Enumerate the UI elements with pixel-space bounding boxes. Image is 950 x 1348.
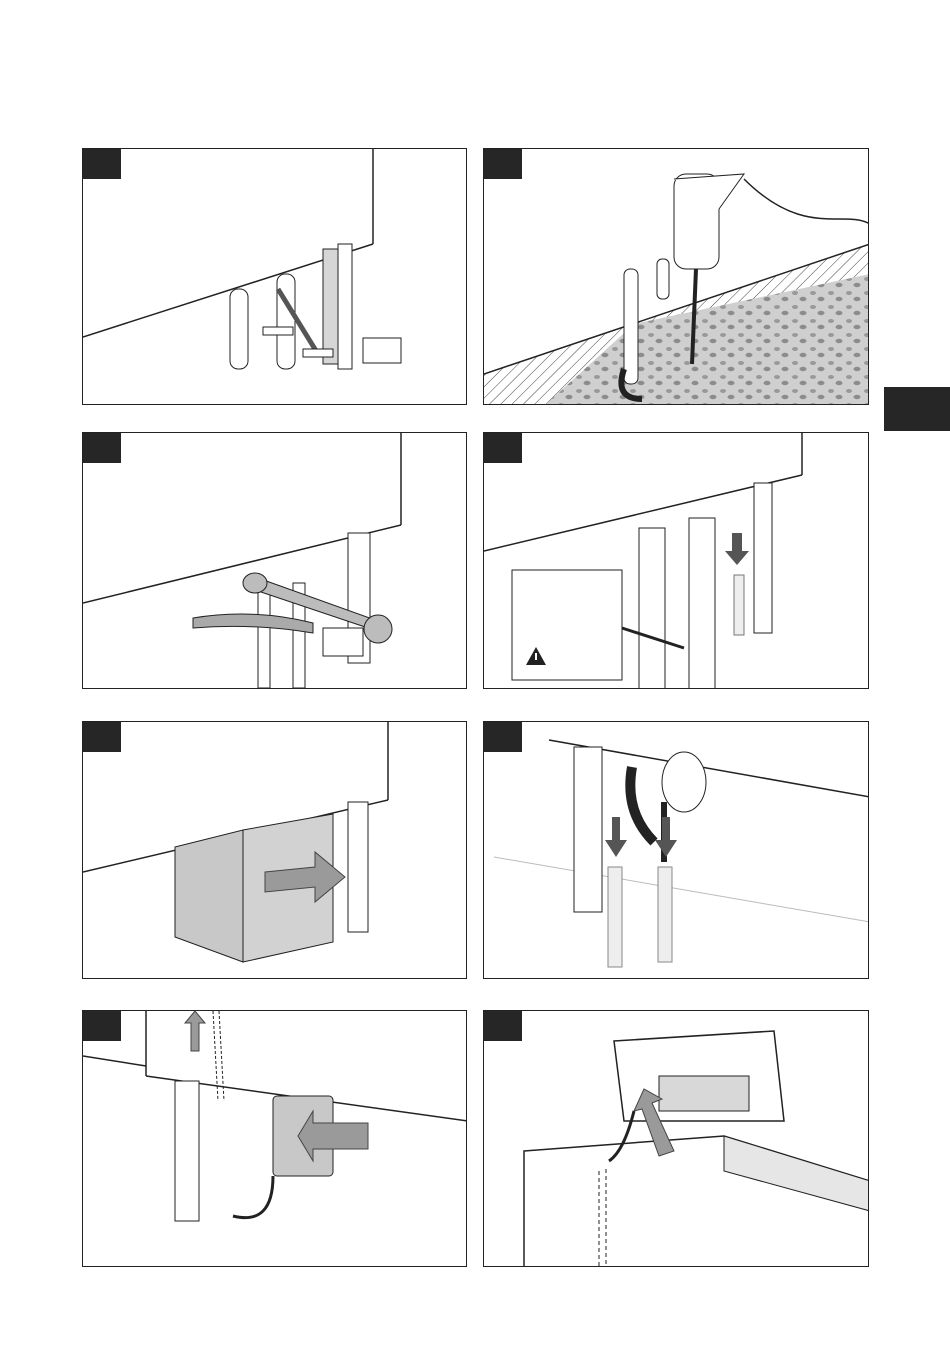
step-8-panel [483,1010,869,1267]
up-arrow-icon [185,1011,205,1051]
step-2-illustration [484,149,869,405]
step-7-panel [82,1010,467,1267]
step-1-illustration [83,149,467,405]
bolt-icon [608,867,622,967]
step-4-panel [483,432,869,689]
cable-icon [233,1176,273,1218]
step-3-illustration [83,433,467,689]
down-arrow-icon [605,817,627,857]
step-1-panel [82,148,467,405]
step-7-illustration [83,1011,467,1267]
step-4-illustration [484,433,869,689]
section-tab [884,387,950,431]
step-3-panel [82,432,467,689]
step-5-illustration [83,722,467,979]
step-8-illustration [484,1011,869,1267]
bolt-icon [734,575,744,635]
step-6-panel [483,721,869,979]
cover-panel [175,830,243,962]
down-arrow-icon [725,533,749,565]
small-rectangle-label [363,338,401,363]
step-5-panel [82,721,467,979]
step-6-illustration [484,722,869,979]
step-2-panel [483,148,869,405]
